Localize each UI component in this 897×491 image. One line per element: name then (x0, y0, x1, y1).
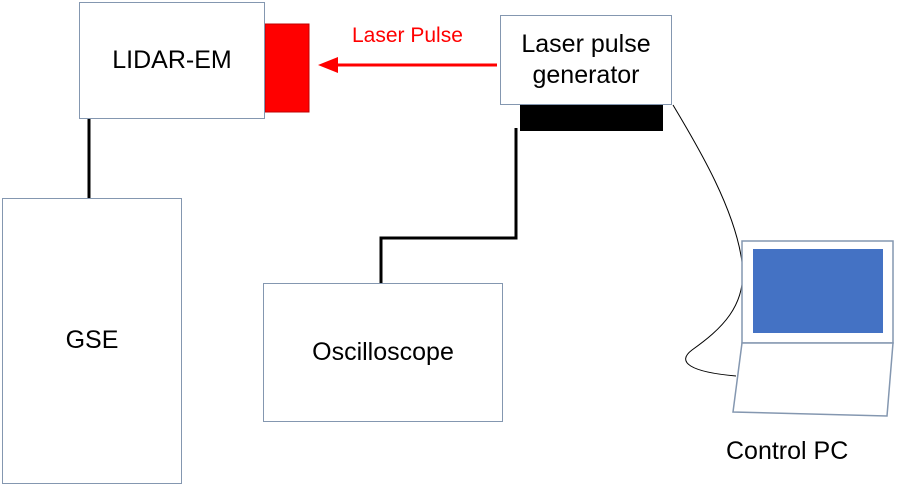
cable-generator-pc (672, 104, 744, 377)
laptop-icon (732, 240, 894, 417)
oscilloscope-box: Oscilloscope (263, 283, 503, 422)
cable-generator-oscilloscope (379, 128, 518, 283)
laser-pulse-label: Laser Pulse (352, 24, 463, 47)
generator-connector-bar (520, 105, 663, 131)
control-pc-label: Control PC (726, 437, 849, 465)
oscilloscope-label: Oscilloscope (312, 337, 454, 366)
laptop-screen (753, 249, 883, 333)
gse-box: GSE (2, 198, 182, 484)
lidar-em-label: LIDAR-EM (112, 45, 232, 74)
generator-label-line-2: generator (532, 61, 640, 89)
gse-label: GSE (65, 326, 119, 355)
laser-emitter (264, 23, 310, 113)
generator-label-line-1: Laser pulse (521, 29, 651, 58)
lidar-em-box: LIDAR-EM (79, 2, 265, 119)
laser-pulse-arrowhead (318, 57, 338, 73)
laser-pulse-generator-label: Laser pulse generator (521, 29, 650, 92)
laptop-base (732, 342, 894, 417)
laser-pulse-generator-box: Laser pulse generator (500, 15, 672, 105)
